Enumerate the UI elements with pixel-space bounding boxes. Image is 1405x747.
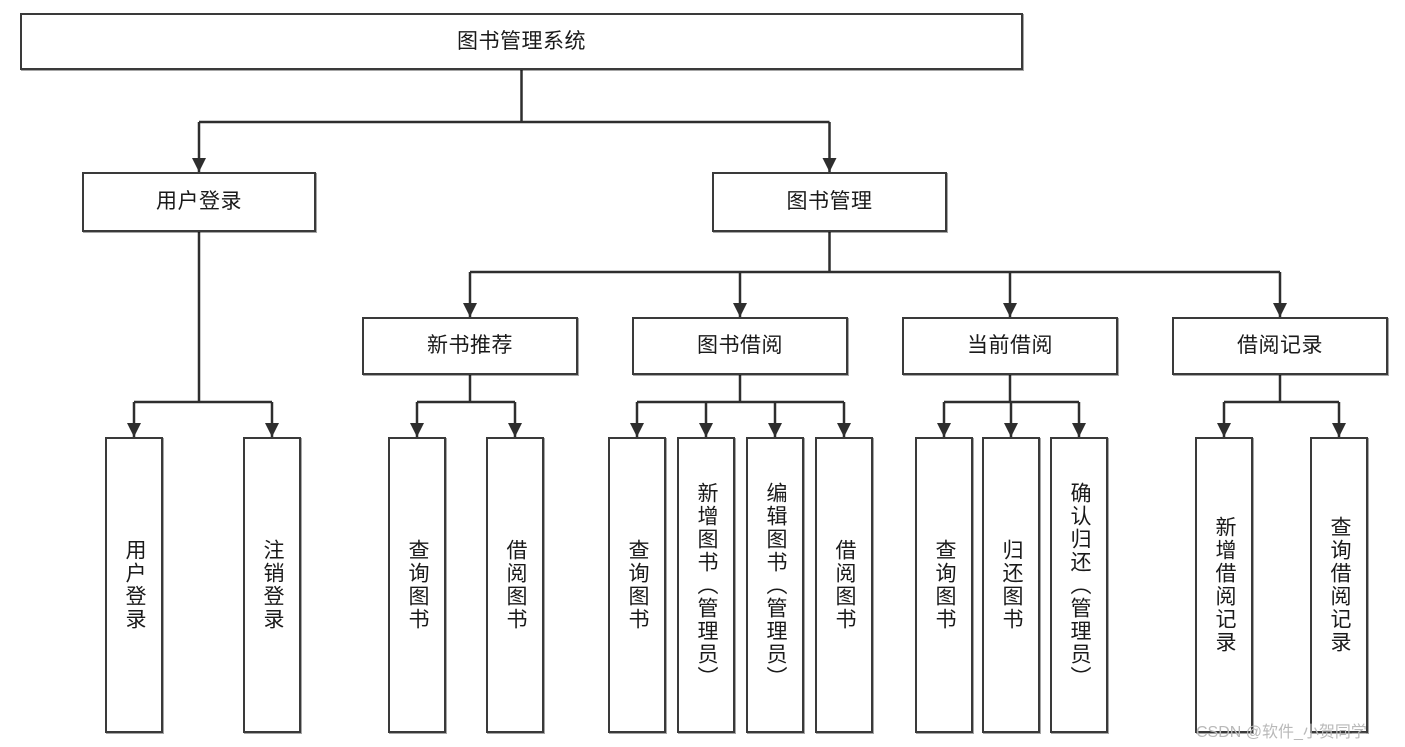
arrowhead-icon — [630, 423, 644, 437]
arrowhead-icon — [127, 423, 141, 437]
node-leaf-confirm-return: 确认归还（管理员） — [1050, 437, 1108, 733]
node-label: 查询图书 — [406, 539, 430, 631]
arrowhead-icon — [1003, 303, 1017, 317]
node-label: 借阅记录 — [1237, 334, 1323, 358]
node-leaf-user-login: 用户登录 — [105, 437, 163, 733]
node-leaf-query-record: 查询借阅记录 — [1310, 437, 1368, 733]
node-borrow-record: 借阅记录 — [1172, 317, 1388, 375]
node-label: 查询图书 — [626, 539, 650, 631]
node-label: 编辑图书（管理员） — [764, 481, 788, 689]
node-book-manage: 图书管理 — [712, 172, 947, 232]
arrowhead-icon — [733, 303, 747, 317]
node-label: 查询图书 — [933, 539, 957, 631]
node-leaf-query-book-1: 查询图书 — [388, 437, 446, 733]
arrowhead-icon — [1332, 423, 1346, 437]
node-leaf-return-book: 归还图书 — [982, 437, 1040, 733]
node-current-borrow: 当前借阅 — [902, 317, 1118, 375]
node-label: 图书管理系统 — [457, 29, 586, 53]
node-label: 新书推荐 — [427, 334, 513, 358]
node-label: 借阅图书 — [504, 539, 528, 631]
node-leaf-borrow-book-2: 借阅图书 — [815, 437, 873, 733]
arrowhead-icon — [837, 423, 851, 437]
arrowhead-icon — [463, 303, 477, 317]
node-leaf-add-book: 新增图书（管理员） — [677, 437, 735, 733]
node-label: 借阅图书 — [833, 539, 857, 631]
node-leaf-edit-book: 编辑图书（管理员） — [746, 437, 804, 733]
node-label: 确认归还（管理员） — [1068, 481, 1092, 689]
node-book-borrow: 图书借阅 — [632, 317, 848, 375]
node-label: 注销登录 — [261, 539, 285, 631]
node-label: 新增借阅记录 — [1213, 516, 1237, 654]
node-label: 用户登录 — [156, 190, 242, 214]
node-leaf-borrow-book-1: 借阅图书 — [486, 437, 544, 733]
arrowhead-icon — [508, 423, 522, 437]
node-label: 图书管理 — [786, 190, 873, 214]
arrowhead-icon — [699, 423, 713, 437]
node-root: 图书管理系统 — [20, 13, 1023, 70]
arrowhead-icon — [822, 158, 837, 172]
arrowhead-icon — [1217, 423, 1231, 437]
arrowhead-icon — [410, 423, 424, 437]
watermark: CSDN @软件_小贺同学 — [1196, 724, 1367, 741]
node-new-book-rec: 新书推荐 — [362, 317, 578, 375]
arrowhead-icon — [768, 423, 782, 437]
arrowhead-icon — [937, 423, 951, 437]
node-label: 归还图书 — [1000, 539, 1024, 631]
node-leaf-add-record: 新增借阅记录 — [1195, 437, 1253, 733]
node-label: 当前借阅 — [967, 334, 1053, 358]
node-user-login: 用户登录 — [82, 172, 316, 232]
arrowhead-icon — [1072, 423, 1086, 437]
node-label: 用户登录 — [123, 539, 147, 631]
node-label: 新增图书（管理员） — [695, 481, 719, 689]
node-label: 图书借阅 — [697, 334, 783, 358]
arrowhead-icon — [1004, 423, 1018, 437]
arrowhead-icon — [1273, 303, 1287, 317]
node-label: 查询借阅记录 — [1328, 516, 1352, 654]
arrowhead-icon — [265, 423, 279, 437]
node-leaf-query-book-3: 查询图书 — [915, 437, 973, 733]
node-leaf-logout: 注销登录 — [243, 437, 301, 733]
node-leaf-query-book-2: 查询图书 — [608, 437, 666, 733]
arrowhead-icon — [192, 158, 206, 172]
